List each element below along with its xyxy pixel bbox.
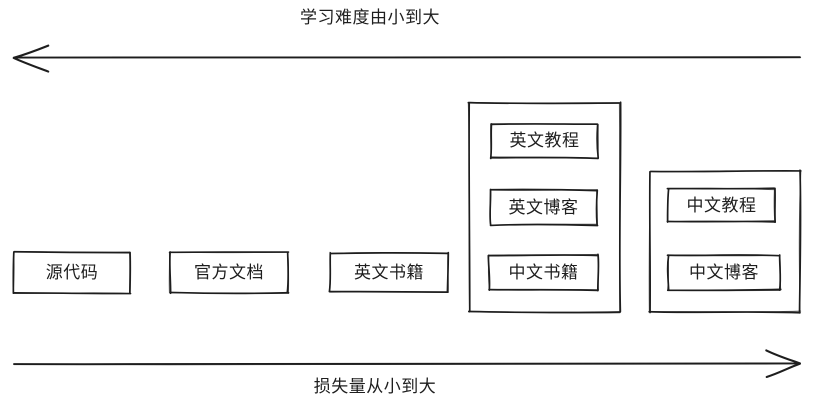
node-box[interactable] xyxy=(170,252,288,293)
node-box[interactable] xyxy=(491,124,598,158)
top-axis-label: 学习难度由小到大 xyxy=(300,8,440,28)
node-box[interactable] xyxy=(490,190,597,225)
bottom-axis-label: 损失量从小到大 xyxy=(313,377,437,397)
node-box[interactable] xyxy=(330,253,448,292)
node-box[interactable] xyxy=(668,189,775,222)
node-box[interactable] xyxy=(489,255,598,290)
node-box[interactable] xyxy=(14,252,130,293)
node-box[interactable] xyxy=(668,255,780,290)
